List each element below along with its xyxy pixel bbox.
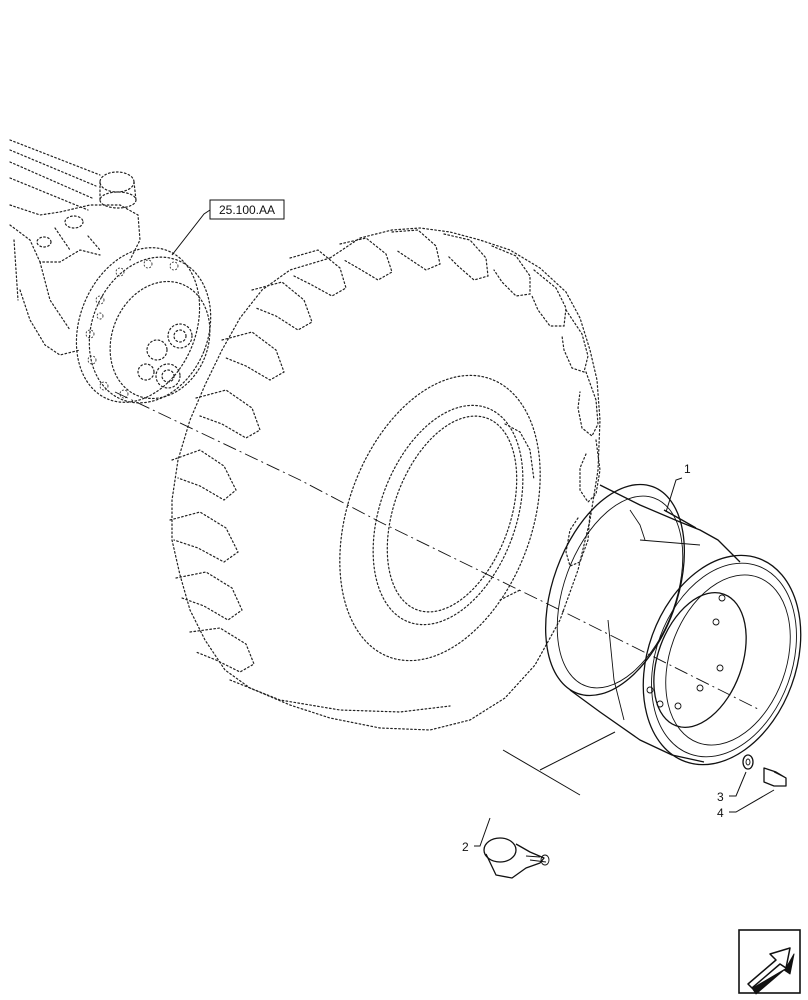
washer-and-wheel-bolt xyxy=(742,754,787,787)
callout-2: 2 xyxy=(462,817,491,854)
group-bracket xyxy=(502,731,616,796)
next-page-arrow-icon[interactable] xyxy=(738,929,801,995)
reference-callout[interactable]: 25.100.AA xyxy=(171,199,285,256)
tire-valve xyxy=(483,837,550,879)
callout-3: 3 xyxy=(717,771,747,804)
wheel-bolt xyxy=(763,767,787,787)
tire xyxy=(169,227,601,731)
callout-1-label: 1 xyxy=(684,462,691,476)
callout-2-label: 2 xyxy=(462,840,469,854)
washer xyxy=(742,754,754,770)
center-axis-line xyxy=(114,391,761,711)
callout-3-label: 3 xyxy=(717,790,724,804)
callout-4: 4 xyxy=(717,789,775,820)
rim xyxy=(544,483,802,766)
callout-4-label: 4 xyxy=(717,806,724,820)
reference-label: 25.100.AA xyxy=(219,203,275,217)
callout-1: 1 xyxy=(665,462,691,513)
axle-hub-assembly xyxy=(9,139,212,404)
